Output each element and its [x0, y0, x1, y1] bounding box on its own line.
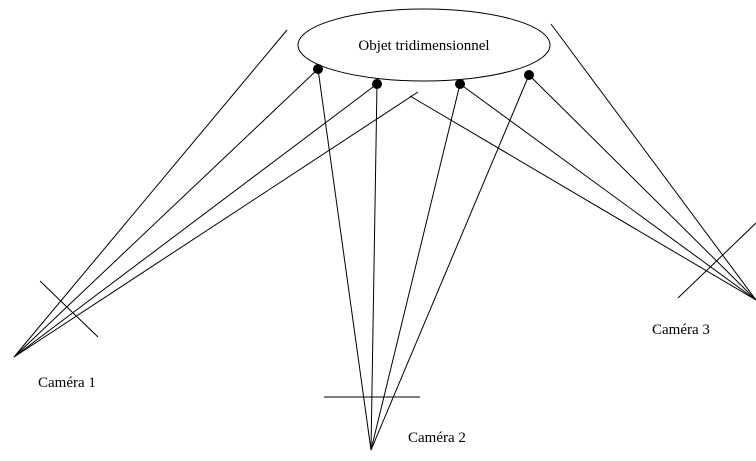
camera-3-ray	[528, 74, 756, 301]
camera-1-ray	[13, 83, 378, 358]
camera-3-ray	[459, 83, 756, 301]
camera-1-label: Caméra 1	[38, 375, 96, 391]
camera-3-image-plane	[677, 222, 756, 299]
object-ellipse	[297, 8, 551, 82]
camera-3-ray	[409, 95, 756, 301]
camera-labels: Caméra 1 Caméra 2 Caméra 3	[38, 322, 710, 446]
object-points	[313, 64, 534, 89]
object: Objet tridimensionnel	[297, 8, 551, 82]
object-label: Objet tridimensionnel	[358, 38, 489, 54]
camera-1-ray	[13, 91, 419, 358]
camera-2-rays	[317, 68, 530, 451]
camera-2-ray	[370, 83, 461, 451]
camera-3-ray-outer	[550, 23, 756, 301]
camera-1-ray	[13, 68, 319, 358]
camera-3-rays	[409, 23, 756, 301]
camera-1-ray-outer	[13, 29, 288, 358]
camera-2-label: Caméra 2	[408, 430, 466, 446]
camera-2-ray	[317, 68, 372, 451]
camera-1-image-plane	[39, 280, 99, 338]
camera-2-ray	[370, 74, 530, 451]
camera-2-ray	[370, 83, 378, 451]
camera-3-label: Caméra 3	[652, 322, 710, 338]
camera-1-rays	[13, 29, 419, 358]
